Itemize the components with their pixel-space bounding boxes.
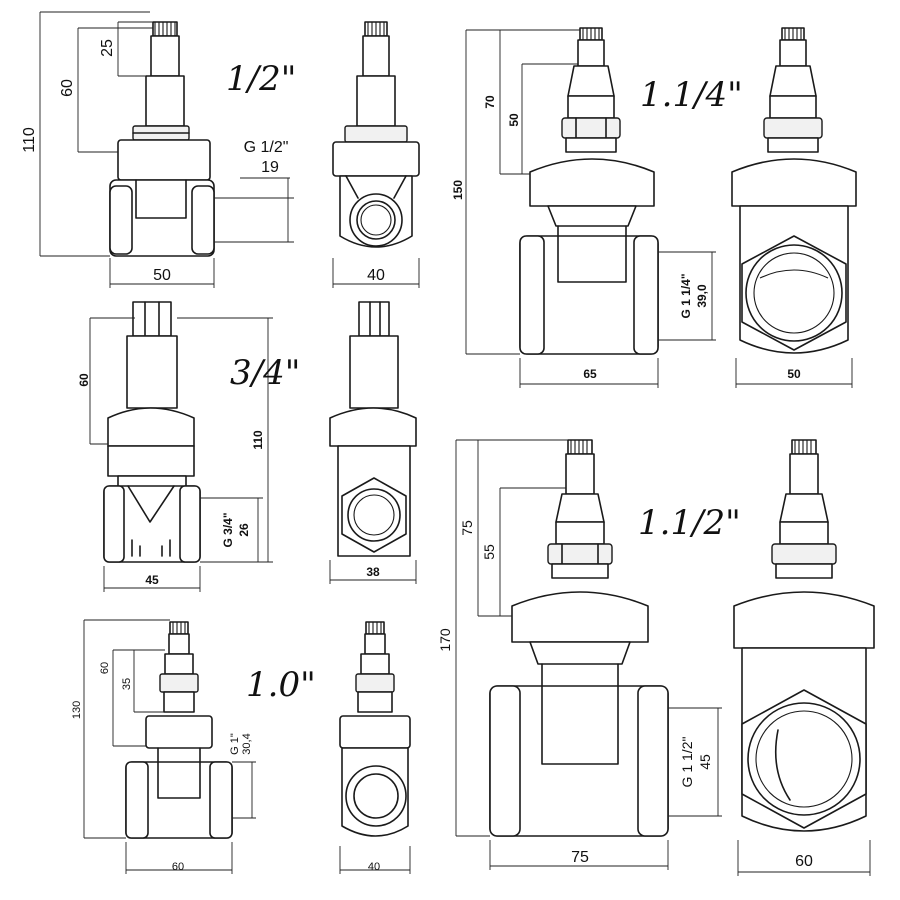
dim-half-stem-height: 60	[59, 79, 76, 97]
valve-one-quarter-side	[731, 27, 857, 388]
dim-half-length: 50	[153, 267, 171, 284]
valve-three-quarter-front	[89, 301, 273, 592]
dim-one-half-total-height: 170	[437, 628, 453, 652]
dim-one-half-length: 75	[571, 849, 589, 866]
size-label-one-quarter: 1.1/4"	[640, 75, 743, 115]
dim-three-quarter-length: 45	[145, 573, 159, 587]
dim-one-top-height: 35	[121, 678, 133, 690]
dim-three-quarter-thread-value: 26	[237, 523, 251, 537]
valve-one-quarter-front	[465, 27, 716, 388]
valve-half-front	[39, 11, 294, 288]
dim-one-quarter-length: 65	[583, 367, 597, 381]
dim-one-quarter-total-height: 150	[451, 180, 465, 200]
dim-one-quarter-stem-height: 70	[483, 95, 497, 109]
valve-one-front	[83, 619, 256, 874]
valve-half-side	[332, 21, 420, 288]
valve-one-half-side	[733, 439, 875, 876]
dim-three-quarter-width: 38	[366, 565, 380, 579]
dim-half-thread-label: G 1/2"	[244, 139, 289, 156]
valve-one-half-front	[455, 439, 722, 870]
size-label-three-quarter: 3/4"	[230, 353, 300, 393]
dim-half-total-height: 110	[21, 127, 38, 153]
size-label-half: 1/2"	[226, 59, 296, 99]
dim-one-half-thread-value: 45	[697, 754, 713, 770]
dim-one-thread-label: G 1"	[229, 733, 241, 755]
dim-half-top-height: 25	[99, 39, 116, 57]
size-label-one-half: 1.1/2"	[638, 503, 741, 543]
dim-one-thread-value: 30,4	[241, 733, 253, 754]
dim-one-half-thread-label: G 1 1/2"	[679, 737, 695, 788]
dim-one-stem-height: 60	[99, 662, 111, 674]
dim-one-half-stem-height: 75	[459, 520, 475, 536]
dim-half-thread-value: 19	[261, 159, 279, 176]
dim-one-width: 40	[368, 861, 380, 873]
dim-one-half-width: 60	[795, 853, 813, 870]
dim-one-length: 60	[172, 861, 184, 873]
dim-one-total-height: 130	[71, 701, 83, 719]
dim-three-quarter-stem-height: 60	[77, 373, 91, 387]
dim-one-half-top-height: 55	[481, 544, 497, 560]
size-label-one: 1.0"	[246, 665, 316, 705]
valve-one-side	[339, 621, 411, 874]
dim-half-width: 40	[367, 267, 385, 284]
dim-one-quarter-thread-label: G 1 1/4"	[679, 273, 693, 318]
dim-one-quarter-width: 50	[787, 367, 801, 381]
dim-three-quarter-total-height: 110	[251, 430, 265, 450]
dim-one-quarter-thread-value: 39,0	[695, 284, 709, 308]
valve-three-quarter-side	[329, 301, 417, 584]
dim-one-quarter-top-height: 50	[507, 113, 521, 127]
dim-three-quarter-thread-label: G 3/4"	[221, 512, 235, 547]
